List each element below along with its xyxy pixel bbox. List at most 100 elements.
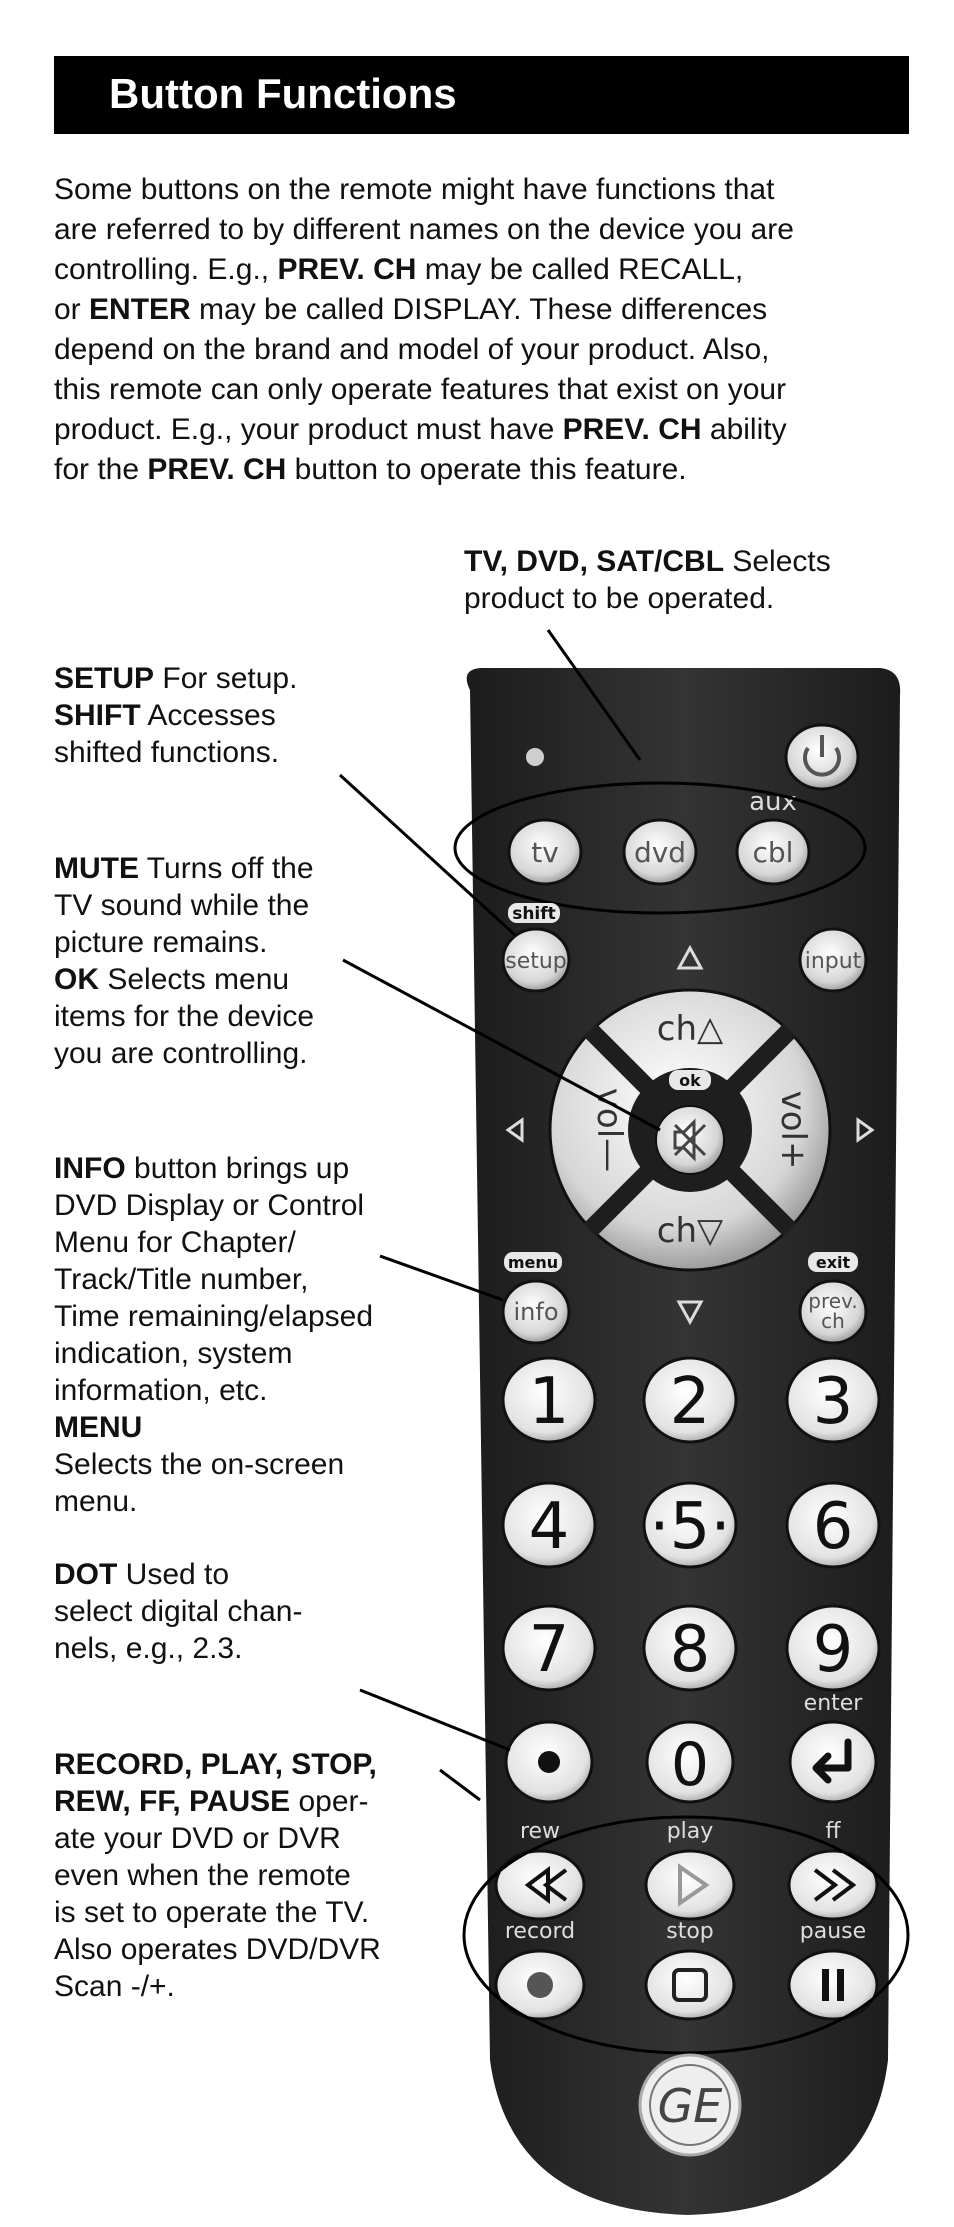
left-arrow-icon [505,1117,524,1143]
text-span: may be called DISPLAY. These differences [190,293,768,326]
text-line: INFO button brings up [54,1150,373,1187]
digit-button-8[interactable]: 8 [642,1604,738,1692]
digit-label: 7 [529,1613,570,1687]
svg-text:info: info [513,1298,558,1326]
svg-text:tv: tv [531,836,559,869]
text-line: indication, system [54,1335,373,1372]
play-icon [678,1863,710,1907]
transport-highlight [462,1815,910,2055]
digit-button-6[interactable]: 6 [785,1481,881,1569]
text-line: TV sound while the [54,887,314,924]
text-line: information, etc. [54,1372,373,1409]
text-line: OK Selects menu [54,961,314,998]
bold-term: INFO [54,1152,126,1185]
text-span: or [54,293,90,326]
text-line: shifted functions. [54,734,297,771]
up-arrow-icon [676,944,704,970]
text-span: may be called RECALL, [416,253,744,286]
text-span: For setup. [154,662,298,695]
text-span: items for the device [54,1000,315,1033]
text-line: RECORD, PLAY, STOP, [54,1746,381,1783]
dot-button [504,1720,594,1804]
text-span: DVD Display or Control [54,1189,365,1222]
tv-button: tv [507,818,583,886]
rewind-icon [524,1866,568,1904]
bold-term: OK [54,963,99,996]
text-line: or ENTER may be called DISPLAY. These di… [54,290,924,330]
svg-text:ok: ok [679,1071,701,1090]
mute-icon [673,1118,707,1162]
svg-text:dvd: dvd [634,836,686,869]
digit-label: 8 [670,1613,711,1687]
prev-ch-button: prev. ch [798,1279,868,1345]
text-line: items for the device [54,998,314,1035]
text-span: for the [54,453,148,486]
text-span: Time remaining/elapsed [54,1300,374,1333]
ch-up-label: ch△ [657,1009,724,1049]
digit-button-5[interactable]: ·5· [642,1481,738,1569]
digit-button-2[interactable]: 2 [642,1356,738,1444]
digit-button-3[interactable]: 3 [785,1356,881,1444]
bold-term: SETUP [54,662,155,695]
svg-text:cbl: cbl [753,836,794,869]
rew-button [494,1849,586,1921]
text-line: ate your DVD or DVR [54,1820,381,1857]
digit-label: 1 [529,1365,570,1439]
zero-button: 0 [645,1720,735,1804]
digit-button-4[interactable]: 4 [501,1481,597,1569]
text-line: picture remains. [54,924,314,961]
vol-minus-label: vol— [589,1088,629,1172]
bold-term: PREV. CH [147,453,287,486]
text-span: information, etc. [54,1374,268,1407]
leader-setup [338,773,517,937]
text-span: Scan -/+. [54,1970,175,2003]
shift-tag: shift [508,903,560,924]
dvd-button: dvd [622,818,698,886]
ff-label: ff [825,1819,841,1844]
text-span: Menu for Chapter/ [54,1226,296,1259]
text-line: depend on the brand and model of your pr… [54,330,924,370]
text-line: you are controlling. [54,1035,314,1072]
text-line: Time remaining/elapsed [54,1298,373,1335]
enter-button [788,1720,878,1804]
text-span: Selects [724,545,831,578]
play-button [644,1849,736,1921]
pause-label: pause [800,1919,866,1944]
digit-label: 2 [670,1365,711,1439]
digit-button-1[interactable]: 1 [501,1356,597,1444]
exit-tag: exit [808,1252,858,1272]
svg-text:menu: menu [508,1253,558,1272]
digit-button-9[interactable]: 9 [785,1604,881,1692]
text-line: Some buttons on the remote might have fu… [54,170,924,210]
text-line: Menu for Chapter/ [54,1224,373,1261]
bold-term: DOT [54,1558,118,1591]
pause-button [787,1949,879,2021]
right-arrow-icon [856,1117,875,1143]
text-span: even when the remote [54,1859,351,1892]
text-line: MUTE Turns off the [54,850,314,887]
text-span: product. E.g., your product must have [54,413,563,446]
text-line: REW, FF, PAUSE oper- [54,1783,381,1820]
bold-term: REW, FF, PAUSE [54,1785,291,1818]
intro-paragraph: Some buttons on the remote might have fu… [54,170,924,490]
record-label: record [505,1919,575,1944]
text-span: Selects the on-screen [54,1448,345,1481]
text-line: Track/Title number, [54,1261,373,1298]
digit-button-7[interactable]: 7 [501,1604,597,1692]
enter-label: enter [804,1691,864,1716]
digit-label: 4 [529,1490,570,1564]
text-span: TV sound while the [54,889,310,922]
vol-plus-label: vol+ [773,1091,813,1170]
text-line: nels, e.g., 2.3. [54,1630,302,1667]
stop-icon [672,1968,708,2002]
text-span: shifted functions. [54,736,280,769]
callout-transport: RECORD, PLAY, STOP,REW, FF, PAUSE oper-a… [54,1746,381,2005]
text-span: this remote can only operate features th… [54,373,787,406]
text-span: button to operate this feature. [286,453,687,486]
enter-icon [812,1738,852,1784]
text-span: menu. [54,1485,138,1518]
text-span: Turns off the [139,852,314,885]
